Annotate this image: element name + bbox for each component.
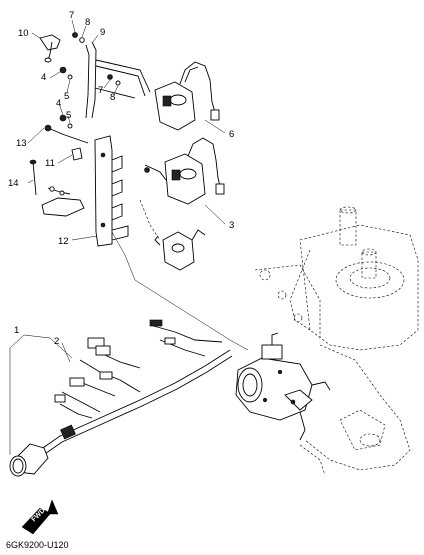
callout-6: 6 [229, 129, 234, 140]
callout-7-top: 7 [69, 10, 74, 21]
carburetor [235, 332, 331, 441]
ignition-coil-upper [154, 61, 220, 131]
callout-4-top: 4 [41, 72, 46, 83]
callout-10: 10 [18, 28, 29, 39]
leader-lines [9, 19, 226, 363]
callout-11: 11 [45, 158, 55, 169]
forward-arrow-icon: FWD [21, 499, 59, 535]
callout-8-top: 8 [85, 17, 90, 28]
callout-4-mid: 4 [56, 98, 61, 109]
ignition-coil-lower [144, 137, 225, 205]
callout-8-mid: 8 [110, 92, 115, 103]
callout-3: 3 [229, 220, 234, 231]
callout-12: 12 [58, 236, 69, 247]
pulser-coil [139, 199, 206, 271]
callout-5-top: 5 [64, 91, 69, 102]
diagram-code: 6GK9200-U120 [6, 540, 69, 550]
mounting-bracket [29, 124, 249, 351]
callout-14: 14 [8, 178, 19, 189]
fuel-hose-assembly [39, 32, 151, 129]
callout-5-mid: 5 [66, 110, 71, 121]
callout-2: 2 [54, 336, 59, 347]
callout-9: 9 [100, 27, 105, 38]
callout-1: 1 [14, 325, 19, 336]
wire-harness [9, 319, 233, 477]
engine-block-outline [254, 206, 419, 476]
callout-7-mid: 7 [98, 85, 103, 96]
callout-13: 13 [16, 138, 27, 149]
